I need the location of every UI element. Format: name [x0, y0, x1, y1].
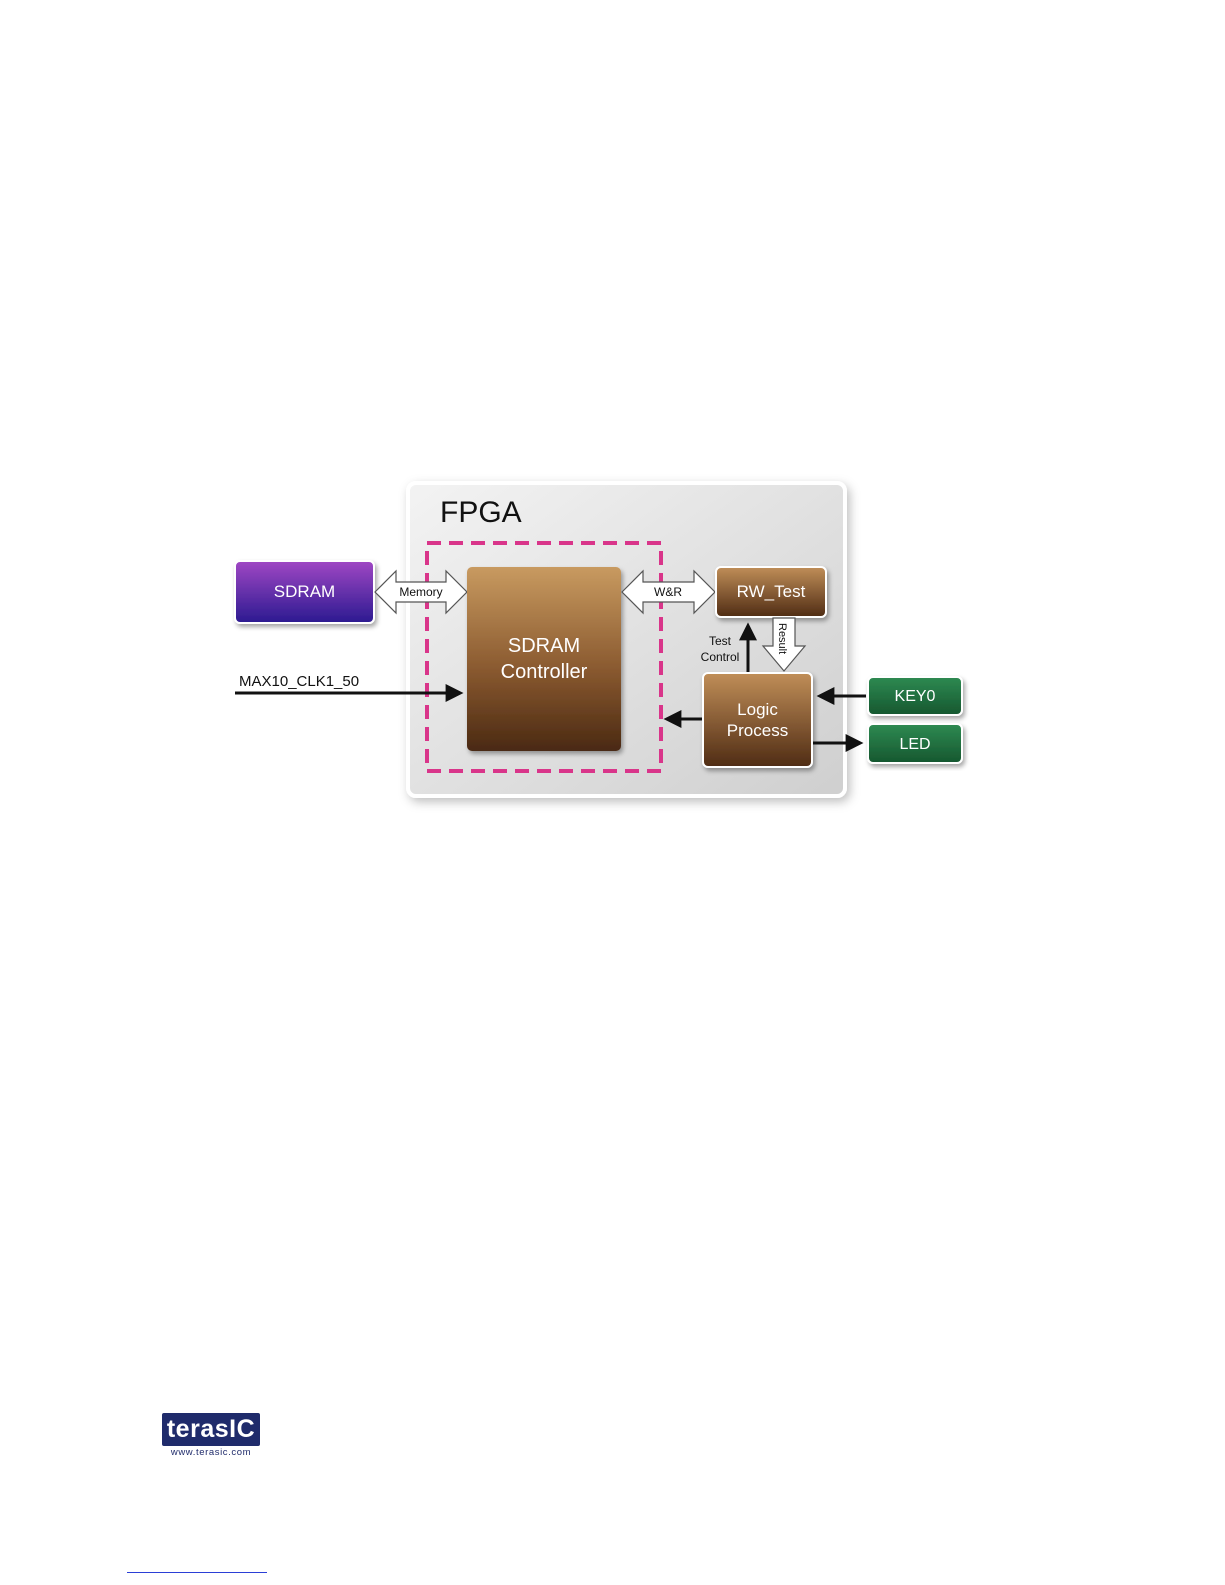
key0-label: KEY0 [895, 688, 936, 705]
fpga-label: FPGA [440, 496, 522, 529]
controller-label-line2: Controller [501, 661, 588, 683]
rw-test-label: RW_Test [737, 582, 806, 601]
logic-label-line1: Logic [737, 700, 778, 719]
test-control-label-line2: Control [701, 650, 740, 664]
wr-label: W&R [654, 585, 682, 599]
sdram-label: SDRAM [274, 582, 335, 601]
result-label: Result [776, 623, 788, 654]
footer-link-underline [127, 1572, 267, 1573]
test-control-label-line1: Test [709, 634, 732, 648]
clock-label: MAX10_CLK1_50 [239, 673, 359, 690]
logo-url: www.terasic.com [162, 1447, 260, 1458]
terasic-logo-mark: terasIC [162, 1413, 260, 1446]
controller-label-line1: SDRAM [508, 635, 580, 657]
logo-name: terasIC [167, 1415, 255, 1444]
terasic-logo: terasIC www.terasic.com [162, 1413, 260, 1457]
memory-label: Memory [399, 585, 442, 599]
logic-process-block [703, 673, 812, 767]
sdram-controller-block [467, 567, 621, 751]
led-label: LED [899, 736, 930, 753]
logic-label-line2: Process [727, 721, 788, 740]
